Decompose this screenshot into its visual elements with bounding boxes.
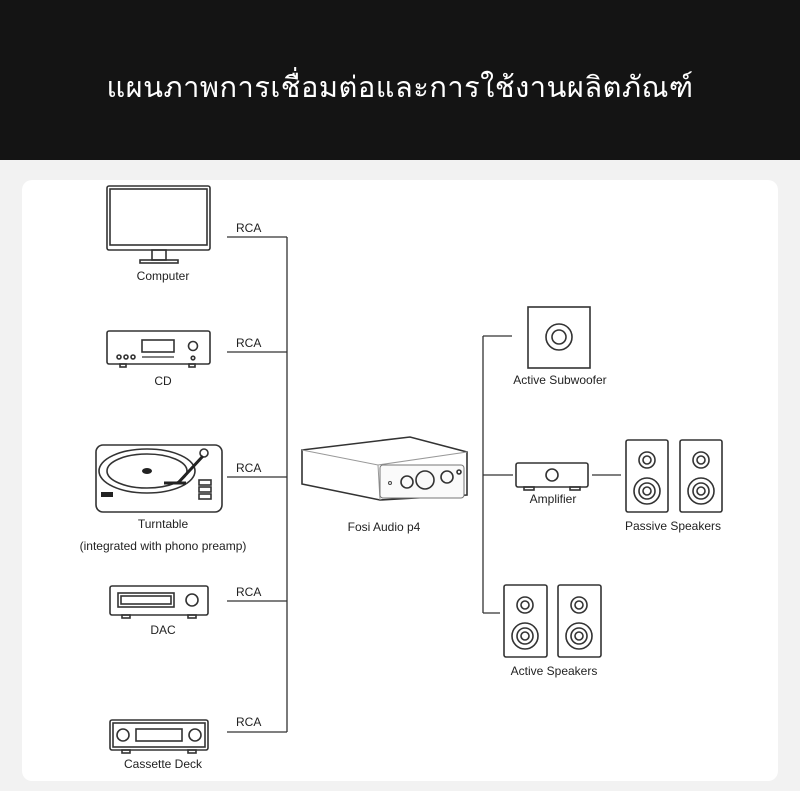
output-label-passive-speakers: Passive Speakers <box>625 519 721 533</box>
amplifier-icon <box>515 462 589 491</box>
cd-player-icon <box>106 330 211 368</box>
source-label-cd: CD <box>154 374 172 388</box>
passive-speakers-icon <box>625 439 723 513</box>
rca-label: RCA <box>236 336 261 350</box>
cassette-deck-icon <box>109 719 209 754</box>
source-label-turntable: Turntable <box>138 517 189 531</box>
source-label-cassette: Cassette Deck <box>124 757 203 771</box>
output-label-subwoofer: Active Subwoofer <box>513 373 606 387</box>
center-device-label: Fosi Audio p4 <box>348 520 421 534</box>
output-bus <box>482 335 621 614</box>
rca-label: RCA <box>236 461 261 475</box>
source-label-dac: DAC <box>150 623 176 637</box>
dac-icon <box>109 585 209 619</box>
source-sublabel-turntable: (integrated with phono preamp) <box>80 539 247 553</box>
input-bus <box>227 236 288 733</box>
turntable-icon <box>95 444 223 513</box>
output-label-amplifier: Amplifier <box>530 492 577 506</box>
fosi-p4-amplifier-icon[interactable] <box>301 436 468 501</box>
active-speakers-icon <box>503 584 602 658</box>
rca-label: RCA <box>236 715 261 729</box>
header-banner: แผนภาพการเชื่อมต่อและการใช้งานผลิตภัณฑ์ <box>0 0 800 160</box>
output-label-active-speakers: Active Speakers <box>511 664 598 678</box>
subwoofer-icon <box>527 306 591 369</box>
page-title: แผนภาพการเชื่อมต่อและการใช้งานผลิตภัณฑ์ <box>106 70 694 104</box>
rca-label: RCA <box>236 221 261 235</box>
rca-label: RCA <box>236 585 261 599</box>
computer-icon <box>106 185 211 264</box>
source-label-computer: Computer <box>137 269 190 283</box>
